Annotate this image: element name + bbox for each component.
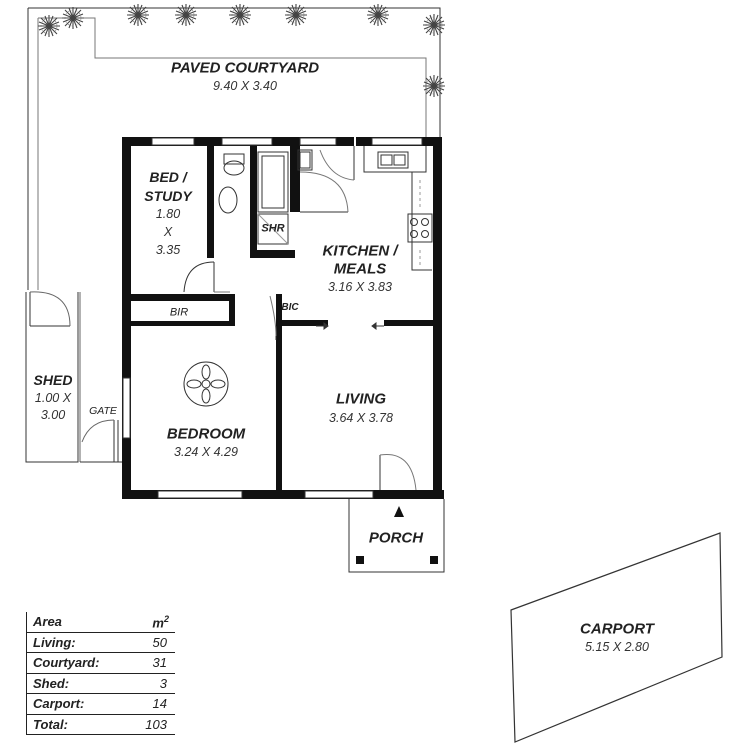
ceiling-fan-icon (183, 361, 229, 407)
area-table-row: Living: 50 (27, 633, 175, 653)
bedroom-name: BEDROOM (166, 425, 246, 443)
area-row-value: 3 (159, 675, 167, 691)
kitchen-fixtures (363, 146, 433, 271)
shower-label: SHR (261, 222, 285, 235)
opening-arrows (316, 322, 384, 330)
entry-arrow-icon (394, 506, 404, 517)
area-row-label: Shed: (33, 675, 70, 691)
area-row-value: 14 (152, 696, 167, 711)
kitchen-dims: 3.16 X 3.83 (328, 279, 392, 294)
area-table-header: Area m2 (27, 612, 175, 633)
area-row-label: Living: (33, 634, 76, 650)
area-row-label: Courtyard: (33, 655, 100, 670)
courtyard-dims: 9.40 X 3.40 (213, 78, 277, 93)
bed-study-name-line2: STUDY (144, 188, 192, 204)
bed-study-dim-height: 3.35 (155, 242, 181, 257)
shed-dims-line2: 3.00 (40, 407, 66, 422)
bed-study-dim-x: X (163, 224, 173, 239)
shed-name: SHED (33, 372, 73, 388)
area-table-row: Total: 103 (27, 715, 175, 735)
shed-dims-line1: 1.00 X (34, 390, 72, 405)
bathroom-fixtures (218, 149, 313, 245)
gate-label: GATE (89, 404, 117, 417)
living-dims: 3.64 X 3.78 (329, 410, 393, 425)
area-table: Area m2 Living: 50 Courtyard: 31 Shed: 3… (26, 612, 175, 735)
porch-outline (348, 499, 445, 573)
gate (80, 419, 122, 463)
bed-study-dim-width: 1.80 (155, 206, 181, 221)
carport-name: CARPORT (580, 620, 654, 638)
area-row-value: 103 (145, 716, 167, 732)
bedroom-dims: 3.24 X 4.29 (174, 444, 238, 459)
living-name: LIVING (335, 390, 387, 408)
carport-outline (510, 532, 723, 743)
area-table-header-label: Area (33, 614, 62, 629)
courtyard-name: PAVED COURTYARD (170, 59, 320, 77)
bed-study-name-line1: BED / (149, 169, 187, 185)
door-swings (183, 146, 417, 491)
area-table-header-unit: m2 (152, 614, 169, 631)
windows (122, 137, 423, 499)
carport-dims: 5.15 X 2.80 (585, 639, 649, 654)
area-row-label: Carport: (33, 696, 85, 711)
porch-posts (356, 556, 438, 564)
area-table-row: Carport: 14 (27, 694, 175, 715)
area-table-row: Shed: 3 (27, 674, 175, 694)
area-table-row: Courtyard: 31 (27, 653, 175, 674)
area-row-value: 50 (152, 634, 167, 650)
kitchen-name-line1: KITCHEN / (322, 242, 398, 260)
bir-label: BIR (169, 306, 189, 319)
area-row-label: Total: (33, 716, 68, 732)
shed-outline (25, 291, 81, 463)
porch-name: PORCH (368, 529, 424, 547)
bic-label: BIC (281, 302, 299, 313)
kitchen-name-line2: MEALS (333, 260, 387, 278)
area-row-value: 31 (152, 655, 167, 670)
